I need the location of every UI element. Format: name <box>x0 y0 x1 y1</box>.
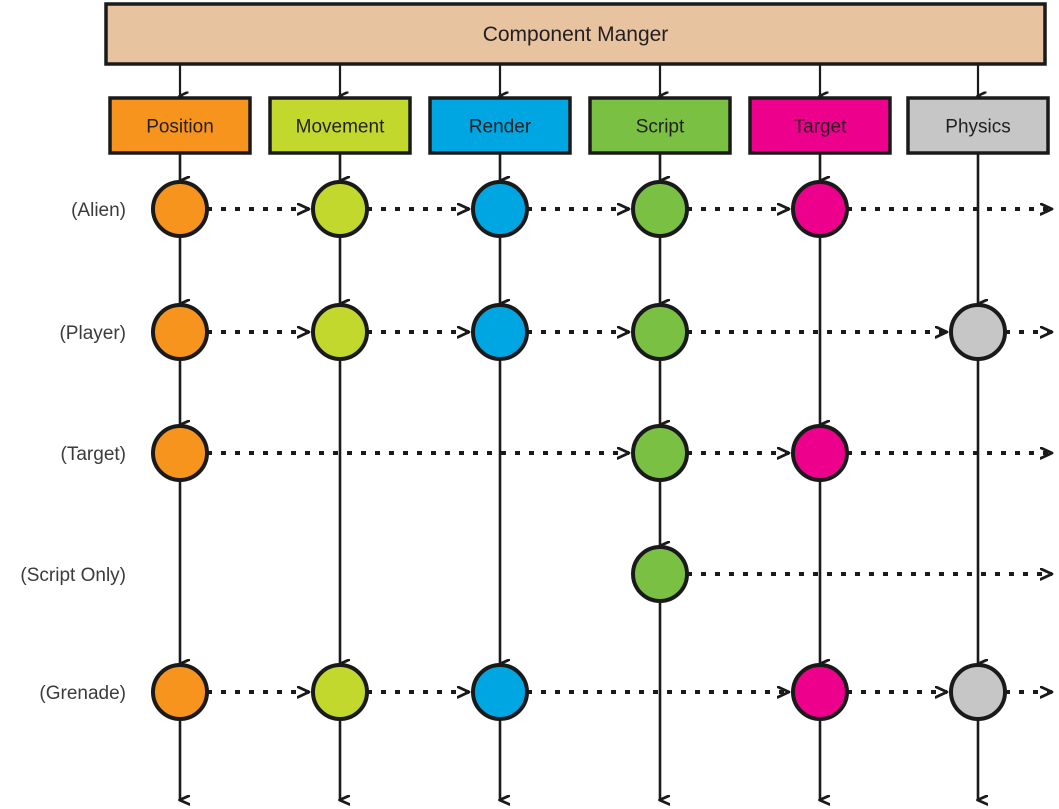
node-grenade-render[interactable] <box>471 663 529 721</box>
node-player-position[interactable] <box>151 303 209 361</box>
row-label-alien: (Alien) <box>71 200 126 221</box>
node-alien-render[interactable] <box>471 180 529 238</box>
manager-feeder-arrows <box>180 64 978 96</box>
node-player-script[interactable] <box>631 303 689 361</box>
column-box-script[interactable] <box>588 96 732 155</box>
node-player-render[interactable] <box>471 303 529 361</box>
column-box-position[interactable] <box>108 96 252 155</box>
component-manager-label: Component Manger <box>483 23 669 46</box>
node-grenade-position[interactable] <box>151 663 209 721</box>
node-grenade-target[interactable] <box>791 663 849 721</box>
column-label-physics: Physics <box>945 117 1010 138</box>
node-alien-script[interactable] <box>631 180 689 238</box>
component-columns: Position Movement Render Script Target Physic… <box>108 96 1050 155</box>
column-label-script: Script <box>636 117 685 138</box>
column-box-target[interactable] <box>748 96 892 155</box>
node-alien-position[interactable] <box>151 180 209 238</box>
node-target-script[interactable] <box>631 424 689 482</box>
column-box-physics[interactable] <box>906 96 1050 155</box>
column-label-movement: Movement <box>296 117 385 138</box>
component-vertical-flows <box>180 153 978 800</box>
row-label-target: (Target) <box>61 444 126 465</box>
row-label-player: (Player) <box>59 323 126 344</box>
node-scriptonly-script[interactable] <box>631 545 689 603</box>
node-target-target[interactable] <box>791 424 849 482</box>
entity-horizontal-flows <box>207 209 1052 692</box>
row-label-grenade: (Grenade) <box>39 683 126 704</box>
column-label-render: Render <box>469 117 532 138</box>
node-grenade-physics[interactable] <box>949 663 1007 721</box>
node-target-position[interactable] <box>151 424 209 482</box>
manager-group: Component Manger <box>104 2 1047 66</box>
entity-component-nodes <box>151 180 1007 721</box>
entity-row-labels: (Alien) (Player) (Target) (Script Only) (Gre… <box>20 200 126 704</box>
component-manager-box <box>104 2 1047 66</box>
column-box-movement[interactable] <box>268 96 412 155</box>
node-player-movement[interactable] <box>311 303 369 361</box>
column-label-target: Target <box>794 117 848 138</box>
node-grenade-movement[interactable] <box>311 663 369 721</box>
node-alien-target[interactable] <box>791 180 849 238</box>
node-alien-movement[interactable] <box>311 180 369 238</box>
row-label-scriptonly: (Script Only) <box>20 565 126 586</box>
node-player-physics[interactable] <box>949 303 1007 361</box>
column-label-position: Position <box>146 117 214 138</box>
